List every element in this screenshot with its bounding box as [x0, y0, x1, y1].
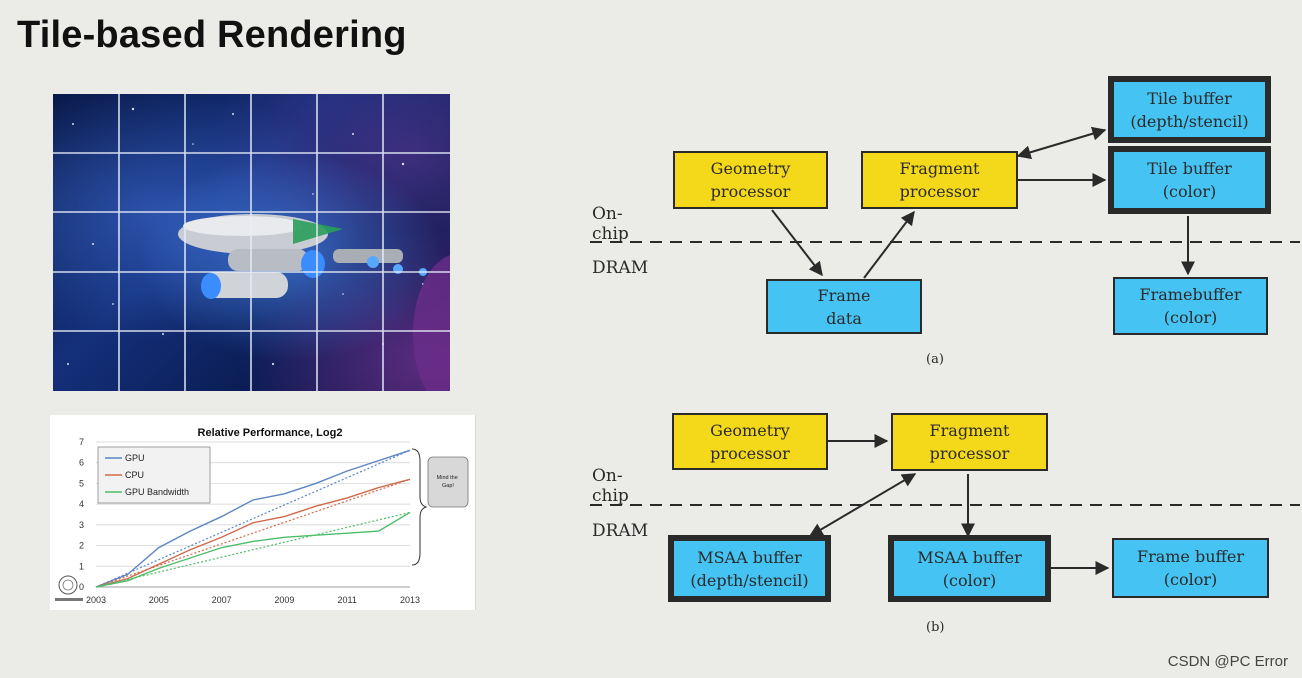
y-tick-label: 1 — [79, 561, 84, 571]
relative-performance-chart: Relative Performance, Log2 0 1 2 3 4 5 6 7 2003… — [50, 415, 476, 610]
mind-the-gap-callout — [427, 456, 469, 508]
y-tick-label: 0 — [79, 582, 84, 592]
series-trend-gpu-bandwidth — [95, 511, 411, 588]
frame-data-box: Frame data — [766, 279, 922, 334]
y-tick-label: 3 — [79, 520, 84, 530]
box-line: Framebuffer — [1139, 285, 1242, 304]
box-line: Fragment — [929, 421, 1010, 440]
msaa-buffer-depth-box: MSAA buffer (depth/stencil) — [668, 535, 831, 602]
x-tick-label: 2005 — [149, 595, 169, 605]
diagram-arrows — [590, 126, 1300, 575]
box-line: Geometry — [710, 159, 791, 178]
series-trend-cpu — [95, 478, 411, 588]
x-tick-label: 2007 — [212, 595, 232, 605]
gap-brace — [411, 448, 428, 566]
y-tick-label: 5 — [79, 478, 84, 488]
chart-legend: GPU CPU GPU Bandwidth — [97, 446, 211, 504]
x-tick-label: 2009 — [274, 595, 294, 605]
y-tick-label: 7 — [79, 437, 84, 447]
tile-buffer-color-box: Tile buffer (color) — [1108, 146, 1271, 214]
y-tick-label: 4 — [79, 499, 84, 509]
box-line: data — [826, 308, 862, 328]
box-line: (color) — [1163, 570, 1218, 589]
caption-a: (a) — [926, 352, 944, 367]
tile-buffer-depth-box: Tile buffer (depth/stencil) — [1108, 76, 1271, 143]
box-line: MSAA buffer — [917, 547, 1022, 567]
series-line-gpu — [95, 449, 411, 588]
legend-gpu: GPU — [125, 453, 145, 463]
box-line: Frame buffer — [1136, 547, 1245, 566]
legend-gpu-bandwidth: GPU Bandwidth — [125, 487, 189, 497]
series-trend-gpu — [95, 449, 411, 588]
fragment-processor-box-b: Fragment processor — [891, 413, 1048, 471]
dram-label-a: DRAM — [592, 258, 649, 278]
university-logo — [55, 575, 83, 601]
series-line-cpu — [95, 478, 411, 588]
box-line: (color) — [1162, 182, 1217, 201]
frame-buffer-box: Frame buffer (color) — [1112, 538, 1269, 598]
chart-title: Relative Performance, Log2 — [198, 427, 343, 439]
msaa-buffer-color-box: MSAA buffer (color) — [888, 535, 1051, 602]
box-line: processor — [899, 182, 980, 201]
box-line: MSAA buffer — [697, 547, 802, 567]
x-tick-label: 2011 — [338, 595, 357, 605]
box-line: Tile buffer — [1147, 88, 1232, 108]
x-tick-label: 2013 — [400, 595, 420, 605]
box-line: Geometry — [710, 420, 790, 440]
legend-cpu: CPU — [125, 470, 144, 480]
geometry-processor-box-a: Geometry processor — [673, 151, 828, 209]
series-line-gpu-bandwidth — [95, 511, 411, 588]
box-line: (depth/stencil) — [690, 570, 809, 590]
box-line: (depth/stencil) — [1130, 111, 1249, 131]
box-line: processor — [710, 443, 790, 463]
y-tick-label: 2 — [79, 541, 84, 551]
chart-svg: Relative Performance, Log2 0 1 2 3 4 5 6 7 2003… — [55, 427, 469, 605]
box-line: processor — [929, 444, 1010, 463]
y-tick-label: 6 — [79, 458, 84, 468]
fragment-processor-box-a: Fragment processor — [861, 151, 1018, 209]
box-line: Frame — [817, 285, 871, 305]
spaceship-illustration — [53, 94, 450, 391]
framebuffer-box: Framebuffer (color) — [1113, 277, 1268, 335]
mind-the-gap-text: Mind the Gap! — [437, 475, 460, 489]
box-line: processor — [710, 182, 791, 201]
slide-title: Tile-based Rendering — [17, 14, 407, 56]
on-chip-label-b: On-chip — [592, 466, 629, 506]
box-line: Fragment — [899, 159, 980, 178]
on-chip-label-a: On-chip — [592, 204, 629, 244]
geometry-processor-box-b: Geometry processor — [672, 413, 828, 470]
dram-label-b: DRAM — [592, 521, 649, 541]
box-line: (color) — [942, 570, 997, 590]
x-tick-label: 2003 — [86, 595, 106, 605]
box-line: Tile buffer — [1147, 159, 1232, 178]
caption-b: (b) — [926, 620, 945, 635]
spaceship-tile-image — [53, 94, 450, 391]
box-line: (color) — [1163, 308, 1218, 327]
watermark: CSDN @PC Error — [1167, 653, 1288, 670]
